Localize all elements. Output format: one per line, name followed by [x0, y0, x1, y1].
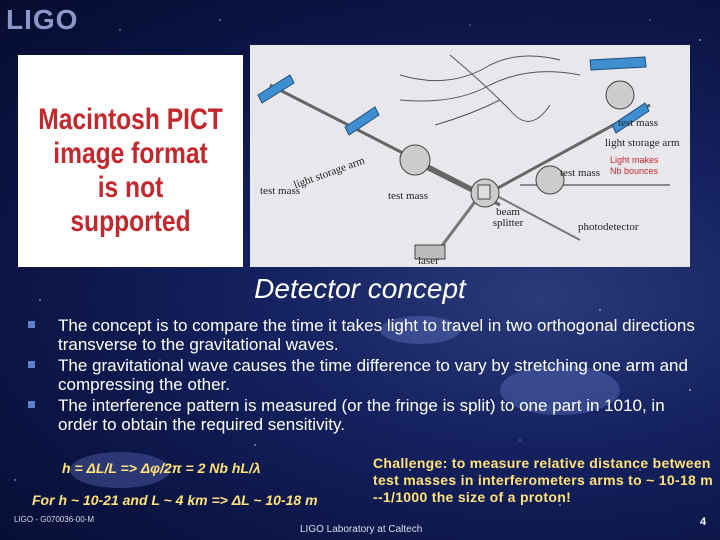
label-light-makes: Light makes Nb bounces: [610, 155, 659, 176]
unsupported-image-placeholder: Macintosh PICT image format is not suppo…: [18, 55, 243, 267]
interferometer-drawing: [257, 54, 670, 260]
bullet-list: The concept is to compare the time it ta…: [28, 316, 708, 436]
equation-strain: h = ΔL/L => Δφ/2π = 2 Nb hL/λ: [62, 460, 261, 476]
interferometer-diagram: test mass light storage arm light storag…: [250, 45, 690, 267]
placeholder-line: image format: [53, 137, 208, 170]
placeholder-line: is not supported: [70, 171, 191, 238]
bullet-square-icon: [28, 401, 35, 408]
label-photodetector: photodetector: [578, 221, 639, 233]
label-test-mass: test mass: [560, 167, 601, 179]
label-laser: laser: [418, 255, 439, 267]
page-number: 4: [700, 516, 707, 528]
bullet-square-icon: [28, 321, 35, 328]
label-beam-splitter: beam splitter: [492, 206, 524, 229]
label-test-mass: test mass: [260, 185, 301, 197]
label-test-mass: test mass: [388, 190, 429, 202]
challenge-text: Challenge: to measure relative distance …: [373, 455, 714, 505]
label-light-storage-arm: light storage arm: [605, 137, 680, 149]
document-id: LIGO - G070036-00-M: [14, 515, 95, 524]
institution-name: LIGO Laboratory at Caltech: [300, 524, 423, 535]
bullet-square-icon: [28, 361, 35, 368]
equation-displacement: For h ~ 10-21 and L ~ 4 km => ΔL ~ 10-18…: [32, 492, 318, 508]
list-item: The concept is to compare the time it ta…: [28, 316, 708, 354]
placeholder-line: Macintosh PICT: [38, 103, 223, 136]
label-test-mass: test mass: [618, 117, 659, 129]
slide-title: Detector concept: [254, 273, 466, 304]
list-item: The interference pattern is measured (or…: [28, 396, 708, 434]
ligo-logo: LIGO: [6, 4, 79, 35]
list-item: The gravitational wave causes the time d…: [28, 356, 708, 394]
